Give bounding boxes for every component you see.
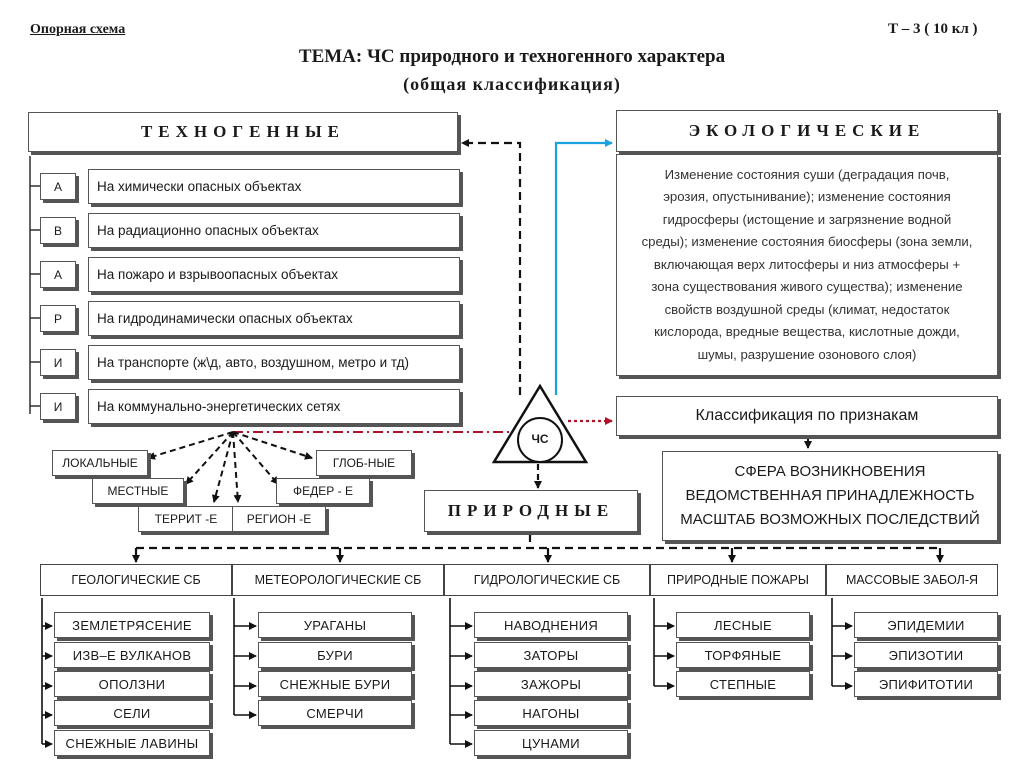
technogenic-letter-1: В [40,217,76,244]
natural-item: ОПОЛЗНИ [54,671,210,697]
natural-item: ЭПИЗОТИИ [854,642,998,668]
natural-category-2: ГИДРОЛОГИЧЕСКИЕ СБ [444,564,650,596]
ecological-line-6: свойств воздушной среды (климат, недоста… [664,301,950,317]
arrow-to-eco [554,139,613,395]
scale-mestnye: МЕСТНЫЕ [92,478,184,504]
page-subtitle: (общая классификация) [403,74,621,94]
natural-title: ПРИРОДНЫЕ [424,490,638,532]
natural-item: ЗАЖОРЫ [474,671,628,697]
natural-category-0: ГЕОЛОГИЧЕСКИЕ СБ [40,564,232,596]
center-label: ЧС [531,432,549,446]
natural-item: СНЕЖНЫЕ БУРИ [258,671,412,697]
technogenic-item-4: На транспорте (ж\д, авто, воздушном, мет… [88,345,460,380]
natural-item: УРАГАНЫ [258,612,412,638]
natural-item: НАГОНЫ [474,700,628,726]
ecological-line-2: гидросферы (истощение и загрязнение водн… [662,211,952,227]
natural-category-3: ПРИРОДНЫЕ ПОЖАРЫ [650,564,826,596]
ecological-line-7: кислорода, вредные вещества, кислотные д… [654,324,960,340]
center-triangle [491,383,589,464]
natural-item: ЭПИДЕМИИ [854,612,998,638]
scale-territ: ТЕРРИТ -Е [138,506,234,532]
technogenic-letter-4: И [40,349,76,376]
techno-bracket [29,156,40,414]
classification-title: Классификация по признакам [616,396,998,436]
natural-item: ТОРФЯНЫЕ [676,642,810,668]
ecological-line-0: Изменение состояния суши (деградация поч… [664,166,950,182]
natural-item: СНЕЖНЫЕ ЛАВИНЫ [54,730,210,756]
technogenic-item-3: На гидродинамически опасных объектах [88,301,460,336]
technogenic-item-2: На пожаро и взрывоопасных объектах [88,257,460,292]
ecological-title: ЭКОЛОГИЧЕСКИЕ [616,110,998,152]
ecological-description: Изменение состояния суши (деградация поч… [616,154,998,376]
ecological-line-3: среды); изменение состояния биосферы (зо… [641,234,973,250]
page-title: ТЕМА: ЧС природного и техногенного харак… [298,46,726,67]
scale-local: ЛОКАЛЬНЫЕ [52,450,148,476]
natural-brackets [41,598,853,748]
natural-item: СТЕПНЫЕ [676,671,810,697]
natural-item: СМЕРЧИ [258,700,412,726]
ecological-line-1: эрозия, опустынивание); изменение состоя… [663,189,951,205]
scale-feder: ФЕДЕР - Е [276,478,370,504]
natural-item: ЗАТОРЫ [474,642,628,668]
natural-item: НАВОДНЕНИЯ [474,612,628,638]
technogenic-letter-2: А [40,261,76,288]
criterion-sphere: СФЕРА ВОЗНИКНОВЕНИЯ [734,463,926,480]
arrow-to-techno [461,139,522,395]
natural-item: ИЗВ–Е ВУЛКАНОВ [54,642,210,668]
grade-label: Т – 3 ( 10 кл ) [888,21,978,37]
criterion-department: ВЕДОМСТВЕННАЯ ПРИНАДЛЕЖНОСТЬ [685,487,975,504]
scheme-label: Опорная схема [30,22,126,37]
technogenic-letter-5: И [40,393,76,420]
natural-item: ЦУНАМИ [474,730,628,756]
scale-arrows [147,431,313,503]
scale-region: РЕГИОН -Е [232,506,326,532]
ecological-line-8: шумы, разрушение озонового слоя) [697,346,917,362]
scale-global: ГЛОБ-НЫЕ [316,450,412,476]
ecological-line-5: зона существования живого существа); изм… [651,279,963,295]
criterion-scale: МАСШТАБ ВОЗМОЖНЫХ ПОСЛЕДСТВИЙ [680,511,980,528]
technogenic-letter-0: А [40,173,76,200]
technogenic-letter-3: Р [40,305,76,332]
natural-item: ЗЕМЛЕТРЯСЕНИЕ [54,612,210,638]
natural-item: БУРИ [258,642,412,668]
natural-category-1: МЕТЕОРОЛОГИЧЕСКИЕ СБ [232,564,444,596]
technogenic-item-0: На химически опасных объектах [88,169,460,204]
technogenic-item-1: На радиационно опасных объектах [88,213,460,248]
technogenic-title: ТЕХНОГЕННЫЕ [28,112,458,152]
natural-item: ЭПИФИТОТИИ [854,671,998,697]
natural-item: ЛЕСНЫЕ [676,612,810,638]
natural-item: СЕЛИ [54,700,210,726]
technogenic-item-5: На коммунально-энергетических сетях [88,389,460,424]
classification-criteria: СФЕРА ВОЗНИКНОВЕНИЯ ВЕДОМСТВЕННАЯ ПРИНАД… [662,451,998,541]
ecological-line-4: включающая верх литосферы и низ атмосфер… [653,256,961,272]
natural-bus [132,534,944,563]
natural-category-4: МАССОВЫЕ ЗАБОЛ-Я [826,564,998,596]
